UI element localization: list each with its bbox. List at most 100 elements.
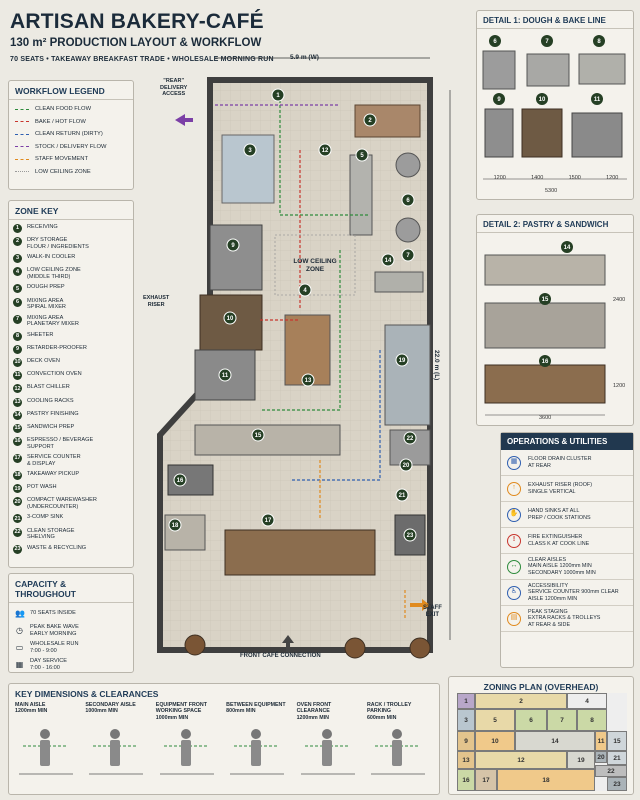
zone-label: LOW CEILING ZONE (MIDDLE THIRD) <box>27 267 81 280</box>
zone-number-badge: 17 <box>13 454 22 464</box>
planetary-mixer-block <box>526 53 570 87</box>
dimension-label: RACK / TROLLEY PARKING 600mm MIN <box>366 702 412 721</box>
clear-aisle-icon: ↔ <box>507 559 521 574</box>
dough-prep-table <box>349 154 373 236</box>
legend-label: CLEAN FOOD FLOW <box>35 106 92 113</box>
capacity-label: 70 SEATS INSIDE <box>30 610 76 617</box>
detail2-height1: 2400 <box>613 297 626 303</box>
zone-label: MIXING AREA SPIRAL MIXER <box>27 297 66 311</box>
zoning-cell: 23 <box>607 777 627 791</box>
detail2-marker-number: 16 <box>542 359 549 365</box>
detail1-marker-number: 7 <box>545 39 549 45</box>
zone-label: COOLING RACKS <box>27 397 74 404</box>
plan-zone-number: 11 <box>222 373 229 379</box>
convection-oven-block <box>571 112 623 158</box>
zone-number-badge: 20 <box>13 497 22 507</box>
zone-number-badge: 13 <box>13 397 22 407</box>
detail2-marker: 15 <box>539 293 551 305</box>
ops-label: FLOOR DRAIN CLUSTER AT REAR <box>528 456 592 469</box>
zone-label: CLEAN STORAGE SHELVING <box>27 527 75 541</box>
clean-food-flow-line <box>260 95 370 411</box>
dimension-item: MAIN AISLE 1200mm MIN <box>15 702 81 785</box>
capacity-item: ▭WHOLESALE RUN 7:00 - 9:00 <box>9 639 133 656</box>
ops-item: ↑EXHAUST RISER (ROOF) SINGLE VERTICAL <box>501 476 633 502</box>
dimension-item: OVEN FRONT CLEARANCE 1200mm MIN <box>297 702 363 785</box>
detail1-marker-number: 10 <box>539 97 546 103</box>
dimension-label: OVEN FRONT CLEARANCE 1200mm MIN <box>296 702 332 721</box>
hand-sink-icon: ✋ <box>507 507 521 522</box>
zoning-cell: 20 <box>595 751 607 763</box>
calendar-icon: ▦ <box>15 660 24 669</box>
plan-zone-number: 1 <box>276 93 280 99</box>
zoning-title: ZONING PLAN (OVERHEAD) <box>483 682 599 692</box>
zoning-cell: 11 <box>595 731 607 751</box>
zoning-cell: 4 <box>567 693 607 709</box>
plan-zone-marker: 19 <box>395 353 409 367</box>
plan-zone-number: 15 <box>255 433 262 439</box>
plan-zone-marker: 22 <box>403 431 417 445</box>
capacity-item: 👥 70 SEATS INSIDE <box>9 605 133 622</box>
legend-item: STAFF MOVEMENT <box>9 153 133 166</box>
capacity-item: ▦DAY SERVICE 7:00 - 16:00 <box>9 656 133 673</box>
zone-label: WASTE & RECYCLING <box>27 544 87 551</box>
dimension-diagram <box>370 729 425 775</box>
zone-label: SHEETER <box>27 331 54 338</box>
front-connection-arrow <box>282 635 294 653</box>
detail1-marker: 8 <box>593 35 605 47</box>
sandwich-prep-counter <box>194 424 341 456</box>
zone-label: ESPRESSO / BEVERAGE SUPPORT <box>27 437 94 450</box>
plan-zone-marker: 5 <box>355 148 369 162</box>
zone-label: CONVECTION OVEN <box>27 371 82 378</box>
person-icon <box>321 729 332 739</box>
length-dim-label: 22.0 m (L) <box>433 350 440 381</box>
capacity-title: CAPACITY & THROUGHOUT <box>9 574 133 603</box>
ops-item: ▦FLOOR DRAIN CLUSTER AT REAR <box>501 450 633 476</box>
zoning-cell: 7 <box>547 709 577 731</box>
plan-zone-number: 21 <box>399 493 406 499</box>
spiral-mixer-block <box>482 50 516 90</box>
zone-label: RECEIVING <box>27 224 58 230</box>
detail1-dim-labels: 1200 1400 1500 1200 <box>481 175 631 181</box>
dimension-item: BETWEEN EQUIPMENT 800mm MIN <box>226 702 292 785</box>
dimension-diagram <box>19 729 73 775</box>
plan-zone-marker: 11 <box>218 368 232 382</box>
plan-zone-number: 14 <box>385 258 392 264</box>
plan-zone-marker: 6 <box>401 193 415 207</box>
rear-access-label: "REAR" DELIVERY ACCESS <box>160 78 188 97</box>
detail1-total: 5300 <box>545 188 558 194</box>
zone-label: MIXING AREA PLANETARY MIXER <box>27 314 79 328</box>
dimension-label: MAIN AISLE 1200mm MIN <box>15 702 48 715</box>
page-subtitle: 130 m² PRODUCTION LAYOUT & WORKFLOW <box>10 37 262 49</box>
dimension-diagram <box>159 729 214 775</box>
dimension-diagram <box>300 729 355 775</box>
zone-label: 3-COMP SINK <box>27 514 64 521</box>
legend-item: CLEAN FOOD FLOW <box>9 103 133 116</box>
clock-icon: ◷ <box>16 626 23 635</box>
width-dim-label: 5.9 m (W) <box>290 54 319 61</box>
legend-item: BAKE / HOT FLOW <box>9 116 133 129</box>
plan-zone-marker: 10 <box>223 311 237 325</box>
people-icon: 👥 <box>15 609 25 618</box>
zoning-cell: 12 <box>475 751 567 769</box>
plan-zone-number: 5 <box>360 153 364 159</box>
zone-label: TAKEAWAY PICKUP <box>27 471 80 478</box>
zone-number-badge: 11 <box>13 371 22 381</box>
ops-label: HAND SINKS AT ALL PREP / COOK STATIONS <box>528 508 591 521</box>
sandwich-prep-block <box>484 302 606 349</box>
zoning-cell: 21 <box>607 751 627 765</box>
legend-item: STOCK / DELIVERY FLOW <box>9 141 133 154</box>
zoning-cell: 14 <box>515 731 595 751</box>
